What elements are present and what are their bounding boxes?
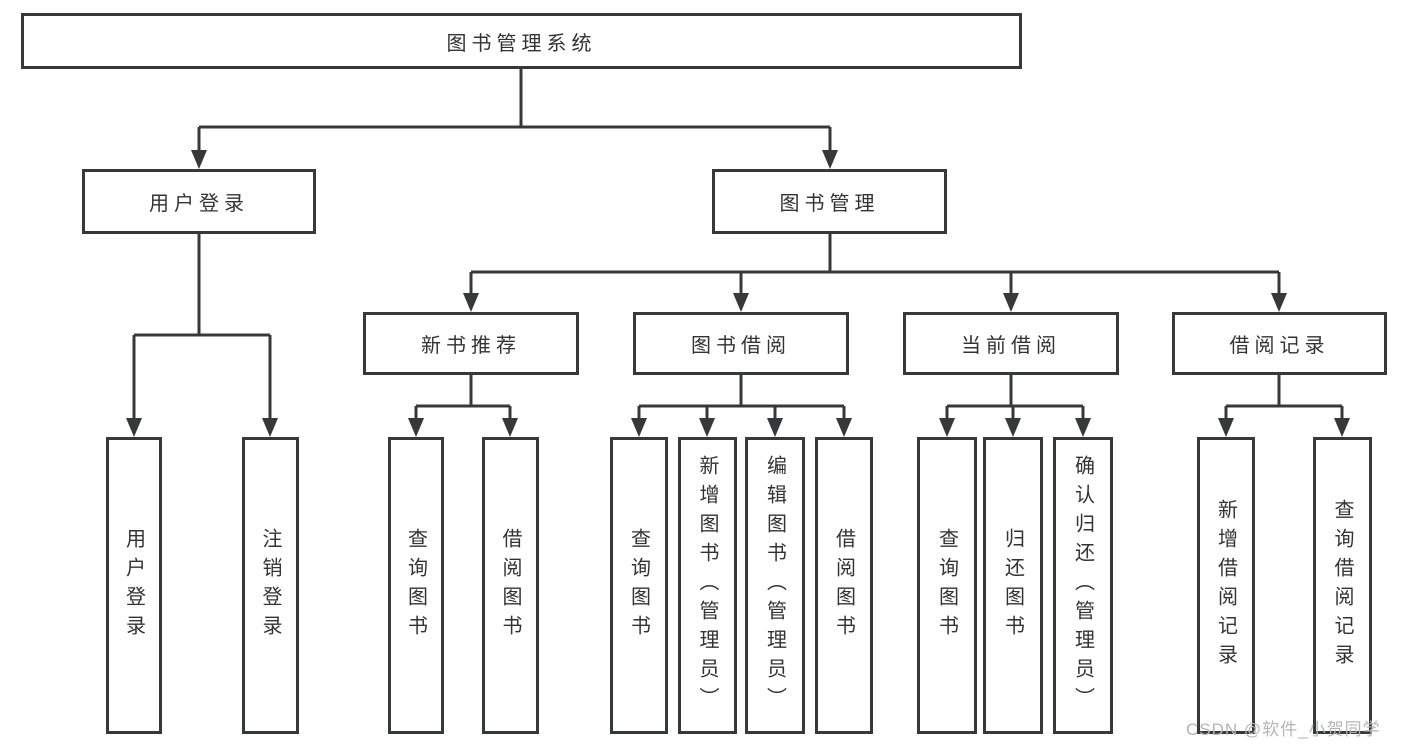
arrowhead-icons	[126, 150, 1350, 437]
node-book-management-label: 图书管理	[779, 193, 880, 215]
leaf-query-books-new-label: 查询图书	[404, 527, 427, 644]
leaf-borrow-books-new-label: 借阅图书	[499, 527, 521, 644]
leaf-query-borrow-record-label: 查询借阅记录	[1331, 498, 1353, 673]
leaf-borrow-book: 借阅图书	[815, 437, 873, 734]
leaf-query-books-current-label: 查询图书	[935, 527, 958, 644]
leaf-confirm-return-admin: 确认归还（管理员）	[1053, 437, 1113, 734]
node-borrow-records-label: 借阅记录	[1229, 335, 1330, 357]
leaf-return-book-label: 归还图书	[1001, 527, 1024, 644]
leaf-confirm-return-admin-label: 确认归还（管理员）	[1071, 455, 1094, 716]
leaf-query-borrow-record: 查询借阅记录	[1313, 437, 1372, 734]
leaf-add-book-admin: 新增图书（管理员）	[678, 437, 737, 734]
node-new-book-recommend: 新书推荐	[363, 312, 579, 375]
leaf-query-books-borrow-label: 查询图书	[627, 527, 650, 644]
node-user-login-label: 用户登录	[149, 193, 249, 215]
node-user-login: 用户登录	[82, 169, 316, 234]
leaf-query-books-new: 查询图书	[388, 437, 444, 734]
leaf-user-login: 用户登录	[106, 437, 162, 734]
leaf-borrow-books-new: 借阅图书	[482, 437, 539, 734]
leaf-borrow-book-label: 借阅图书	[832, 527, 855, 644]
node-borrow-records: 借阅记录	[1172, 312, 1387, 375]
csdn-watermark: CSDN @软件_小贺同学	[1186, 720, 1381, 739]
leaf-add-book-admin-label: 新增图书（管理员）	[696, 455, 718, 716]
leaf-user-login-label: 用户登录	[122, 527, 145, 644]
leaf-query-books-borrow: 查询图书	[610, 437, 668, 734]
node-current-borrow: 当前借阅	[903, 312, 1119, 375]
leaf-return-book: 归还图书	[983, 437, 1043, 734]
leaf-add-borrow-record-label: 新增借阅记录	[1214, 498, 1237, 673]
node-library-system: 图书管理系统	[21, 13, 1022, 69]
leaf-edit-book-admin: 编辑图书（管理员）	[745, 437, 805, 734]
leaf-query-books-current: 查询图书	[917, 437, 977, 734]
leaf-logout-label: 注销登录	[259, 527, 281, 644]
node-book-borrow: 图书借阅	[633, 312, 849, 375]
node-current-borrow-label: 当前借阅	[961, 335, 1061, 357]
node-book-borrow-label: 图书借阅	[691, 335, 791, 357]
node-library-system-label: 图书管理系统	[446, 32, 597, 55]
leaf-logout: 注销登录	[242, 437, 299, 734]
node-book-management: 图书管理	[712, 169, 947, 234]
node-new-book-recommend-label: 新书推荐	[421, 335, 521, 357]
leaf-add-borrow-record: 新增借阅记录	[1197, 437, 1255, 734]
leaf-edit-book-admin-label: 编辑图书（管理员）	[763, 455, 786, 716]
